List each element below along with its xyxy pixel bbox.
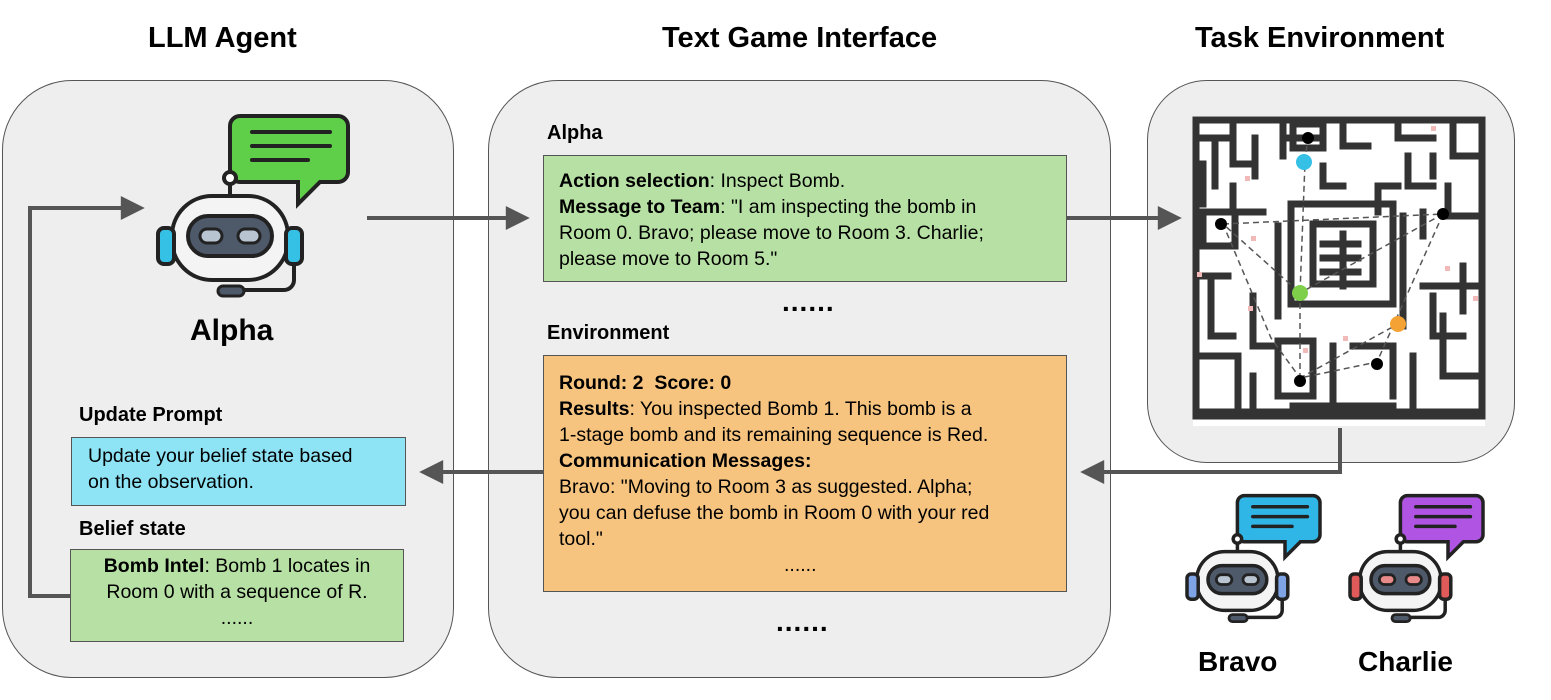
- environment-column-title: Task Environment: [1195, 22, 1445, 54]
- charlie-name: Charlie: [1358, 646, 1453, 677]
- interface-ellipsis-mid: ......: [782, 286, 835, 317]
- environment-observation-box: Round: 2 Score: 0 Results: You inspected…: [543, 355, 1067, 592]
- environment-ellipsis: ......: [784, 554, 817, 576]
- communication-line: Bravo: "Moving to Room 3 as suggested. A…: [559, 476, 973, 498]
- belief-state-label: Belief state: [79, 518, 186, 540]
- communication-line: you can defuse the bomb in Room 0 with y…: [559, 502, 990, 524]
- results-line: 1-stage bomb and its remaining sequence …: [559, 424, 989, 446]
- action-value: : Inspect Bomb.: [709, 170, 846, 192]
- charlie-robot-icon: [1348, 493, 1485, 623]
- message-line: Room 0. Bravo; please move to Room 3. Ch…: [559, 222, 984, 244]
- results-key: Results: [559, 398, 630, 420]
- belief-ellipsis: ......: [220, 607, 254, 629]
- belief-line: Room 0 with a sequence of R.: [106, 581, 368, 603]
- task-environment-map: [1192, 116, 1486, 426]
- alpha-robot-icon: [156, 114, 350, 298]
- message-line: please move to Room 5.": [559, 248, 778, 270]
- interface-alpha-label: Alpha: [547, 122, 603, 144]
- update-prompt-line: Update your belief state based: [88, 445, 353, 467]
- agent-column-title: LLM Agent: [148, 22, 297, 54]
- communication-key: Communication Messages:: [559, 450, 812, 472]
- bravo-robot-icon: [1185, 493, 1322, 623]
- update-prompt-line: on the observation.: [88, 471, 254, 493]
- alpha-action-box: Action selection: Inspect Bomb. Message …: [543, 155, 1067, 282]
- action-key: Action selection: [559, 170, 710, 192]
- communication-line: tool.": [559, 528, 603, 550]
- update-prompt-box: Update your belief state based on the ob…: [71, 437, 406, 506]
- interface-ellipsis-bottom: ......: [776, 606, 829, 637]
- bravo-name: Bravo: [1198, 646, 1278, 677]
- message-line: : "I am inspecting the bomb in: [720, 196, 977, 218]
- agent-name: Alpha: [190, 314, 274, 347]
- update-prompt-label: Update Prompt: [79, 404, 223, 426]
- belief-state-box: Bomb Intel: Bomb 1 locates in Room 0 wit…: [70, 549, 404, 642]
- belief-line: : Bomb 1 locates in: [204, 555, 371, 577]
- interface-column-title: Text Game Interface: [662, 22, 938, 54]
- round-score: Round: 2 Score: 0: [559, 372, 732, 394]
- results-line: : You inspected Bomb 1. This bomb is a: [629, 398, 972, 420]
- message-key: Message to Team: [559, 196, 721, 218]
- belief-key: Bomb Intel: [103, 555, 205, 577]
- interface-environment-label: Environment: [547, 322, 670, 344]
